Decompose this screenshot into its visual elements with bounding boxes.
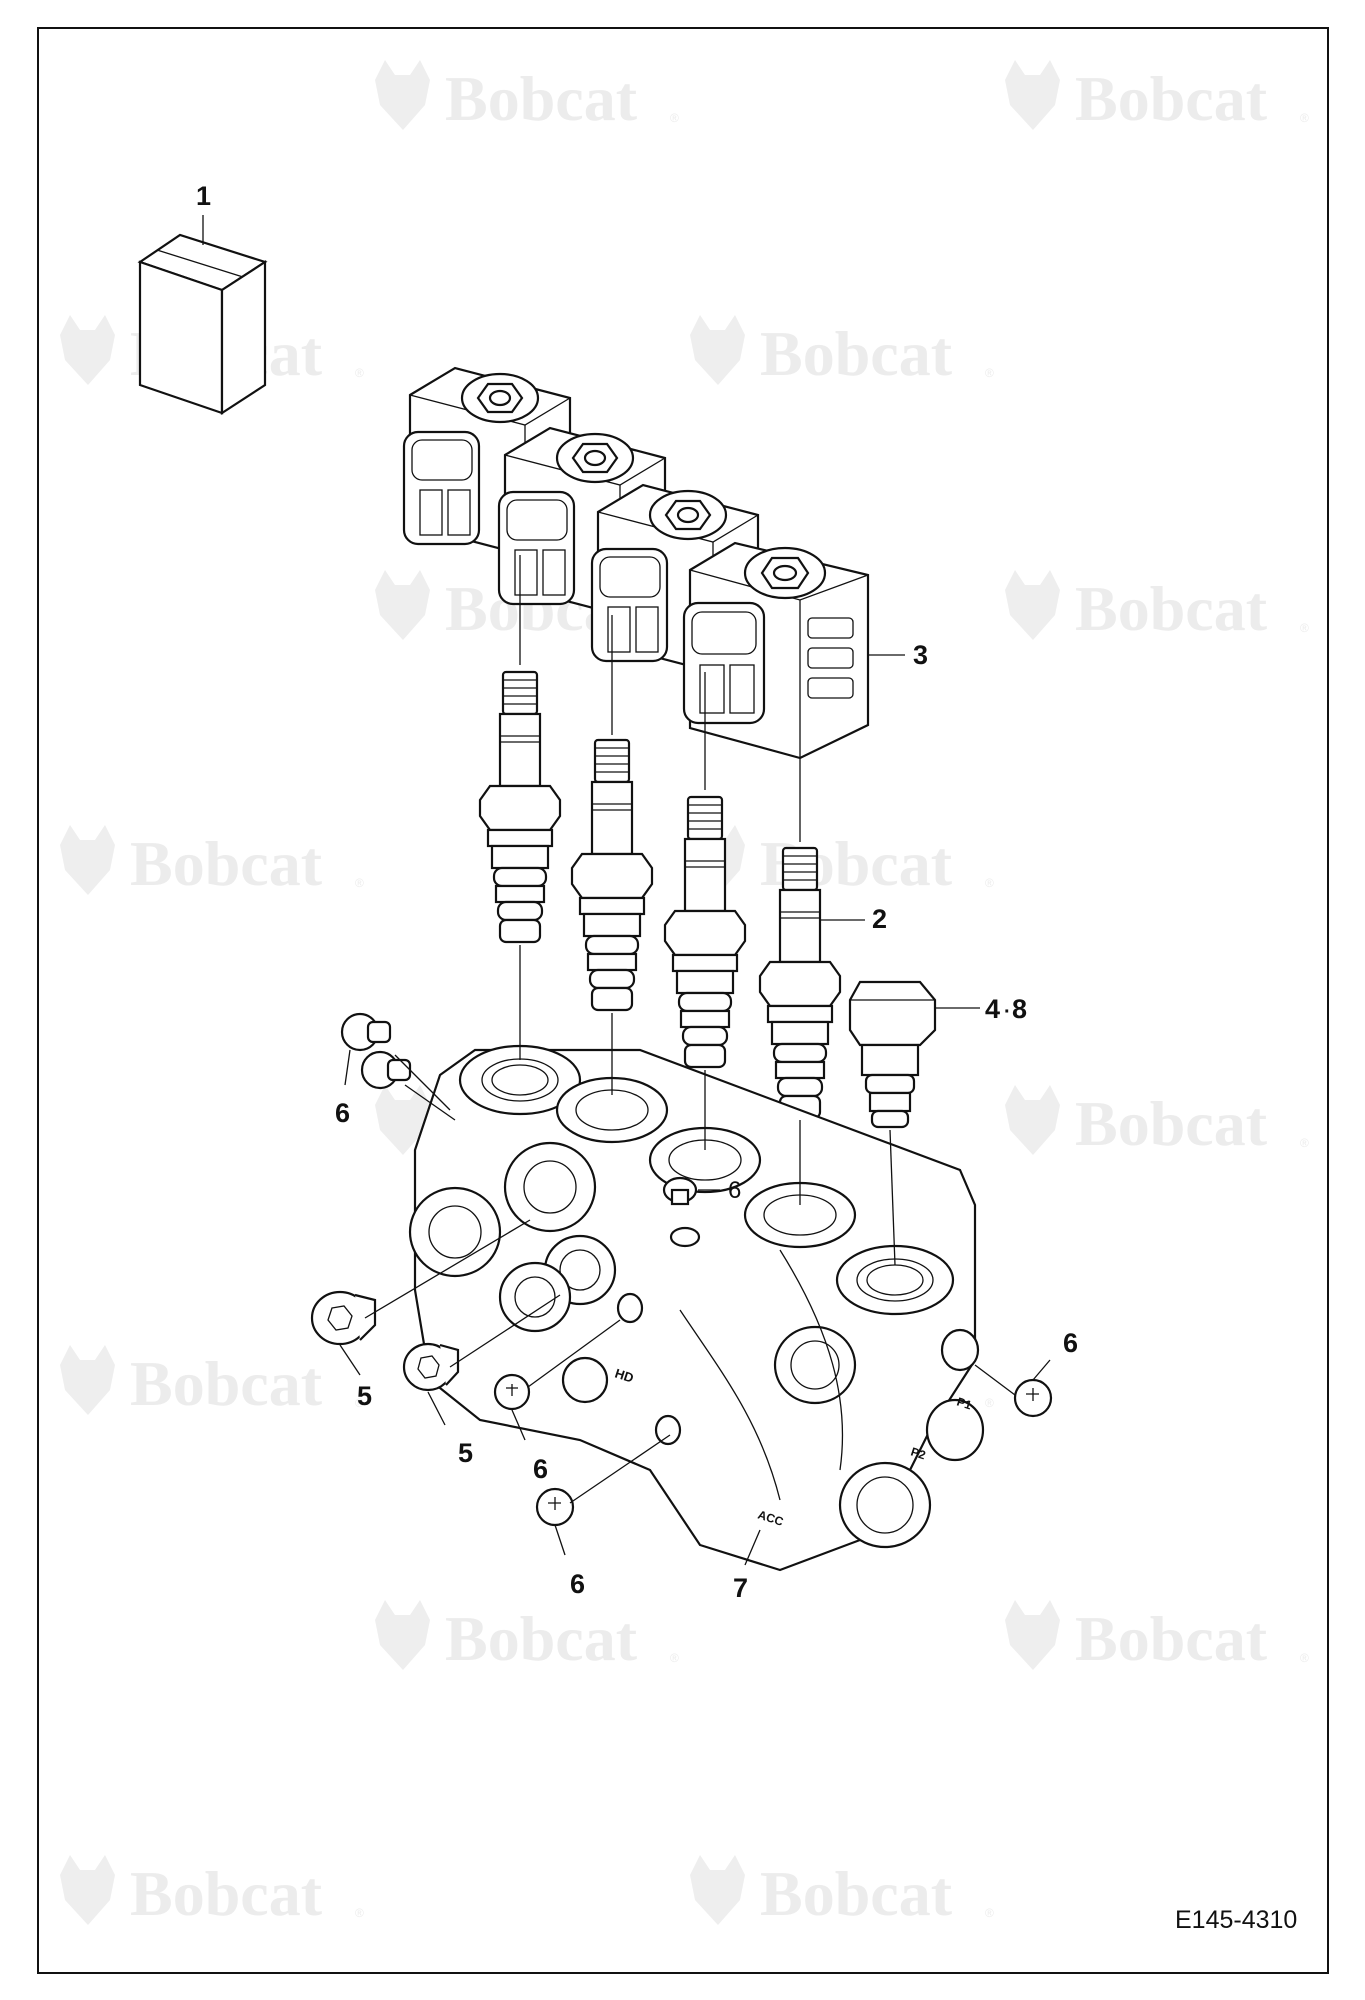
svg-text:®: ®	[985, 1906, 994, 1920]
callout-6: 6	[570, 1569, 585, 1599]
small-plug	[1013, 1378, 1053, 1418]
small-plug	[493, 1373, 531, 1411]
svg-text:Bobcat: Bobcat	[445, 1603, 638, 1674]
relief-plug-valve	[848, 980, 937, 1129]
port-marking-hd: HD	[613, 1366, 635, 1386]
drawing-frame	[37, 27, 1329, 1974]
cartridge-valve-group	[478, 670, 842, 1120]
svg-text:Bobcat: Bobcat	[1075, 63, 1268, 134]
port-marking-p2: P2	[909, 1445, 928, 1463]
svg-text:Bobcat: Bobcat	[1075, 1088, 1268, 1159]
small-plug	[360, 1050, 412, 1090]
svg-text:Bobcat: Bobcat	[760, 1858, 953, 1929]
callout-1: 1	[196, 181, 211, 211]
watermark: Bobcat ®	[1005, 1085, 1309, 1159]
plug-group	[310, 1012, 1053, 1527]
watermark: Bobcat ®	[60, 1855, 364, 1929]
svg-text:Bobcat: Bobcat	[445, 63, 638, 134]
port-marking-p1: P1	[955, 1395, 974, 1413]
cartridge-valve	[758, 846, 842, 1120]
callout-6: 6	[335, 1098, 350, 1128]
svg-text:Bobcat: Bobcat	[130, 828, 323, 899]
callout-8: 8	[1012, 994, 1027, 1024]
svg-text:®: ®	[985, 876, 994, 890]
svg-text:®: ®	[1300, 1651, 1309, 1665]
callout-separator: ·	[1004, 1001, 1011, 1023]
small-plug	[340, 1012, 392, 1052]
large-plug	[310, 1290, 377, 1346]
svg-text:®: ®	[355, 366, 364, 380]
watermark: Bobcat ®	[60, 1345, 364, 1419]
watermark: Bobcat ®	[60, 825, 364, 899]
callout-6: 6	[533, 1454, 548, 1484]
watermark: Bobcat ®	[1005, 570, 1309, 644]
svg-text:®: ®	[355, 1906, 364, 1920]
svg-text:®: ®	[670, 1651, 679, 1665]
svg-text:®: ®	[985, 1396, 994, 1410]
callout-labels: 1 2 3 4 · 8 5 5 6 6 6 6 6 7	[196, 181, 1078, 1603]
small-plug	[535, 1487, 575, 1527]
cartridge-valve	[663, 795, 747, 1069]
svg-text:®: ®	[1300, 621, 1309, 635]
watermark: Bobcat ®	[690, 825, 994, 899]
watermark: Bobcat ®	[1005, 60, 1309, 134]
small-plug	[662, 1176, 698, 1206]
svg-text:®: ®	[670, 111, 679, 125]
callout-4: 4	[985, 994, 1000, 1024]
svg-text:Bobcat: Bobcat	[1075, 573, 1268, 644]
svg-text:Bobcat: Bobcat	[760, 318, 953, 389]
svg-text:®: ®	[355, 876, 364, 890]
callout-2: 2	[872, 904, 887, 934]
svg-text:Bobcat: Bobcat	[130, 1348, 323, 1419]
svg-text:®: ®	[1300, 111, 1309, 125]
callout-5: 5	[458, 1438, 473, 1468]
watermark: Bobcat ®	[375, 1600, 679, 1674]
solenoid-coil-group	[402, 366, 870, 760]
svg-text:®: ®	[355, 1396, 364, 1410]
leader-lines	[339, 555, 1051, 1566]
callout-7: 7	[733, 1573, 748, 1603]
large-plug	[402, 1342, 460, 1392]
cartridge-valve	[478, 670, 562, 944]
kit-box	[137, 215, 268, 416]
figure-id: E145-4310	[1175, 1906, 1297, 1934]
watermark: Bobcat ®	[375, 60, 679, 134]
watermark: Bobcat ®	[690, 315, 994, 389]
svg-text:®: ®	[985, 366, 994, 380]
svg-text:Bobcat: Bobcat	[130, 1858, 323, 1929]
callout-5: 5	[357, 1381, 372, 1411]
cartridge-valve	[570, 738, 654, 1012]
svg-text:®: ®	[1300, 1136, 1309, 1150]
solenoid-coil	[682, 541, 870, 760]
watermark: Bobcat ®	[1005, 1600, 1309, 1674]
watermark: Bobcat ®	[690, 1855, 994, 1929]
callout-6: 6	[728, 1177, 741, 1204]
callout-3: 3	[913, 640, 928, 670]
callout-6: 6	[1063, 1328, 1078, 1358]
svg-text:Bobcat: Bobcat	[1075, 1603, 1268, 1674]
